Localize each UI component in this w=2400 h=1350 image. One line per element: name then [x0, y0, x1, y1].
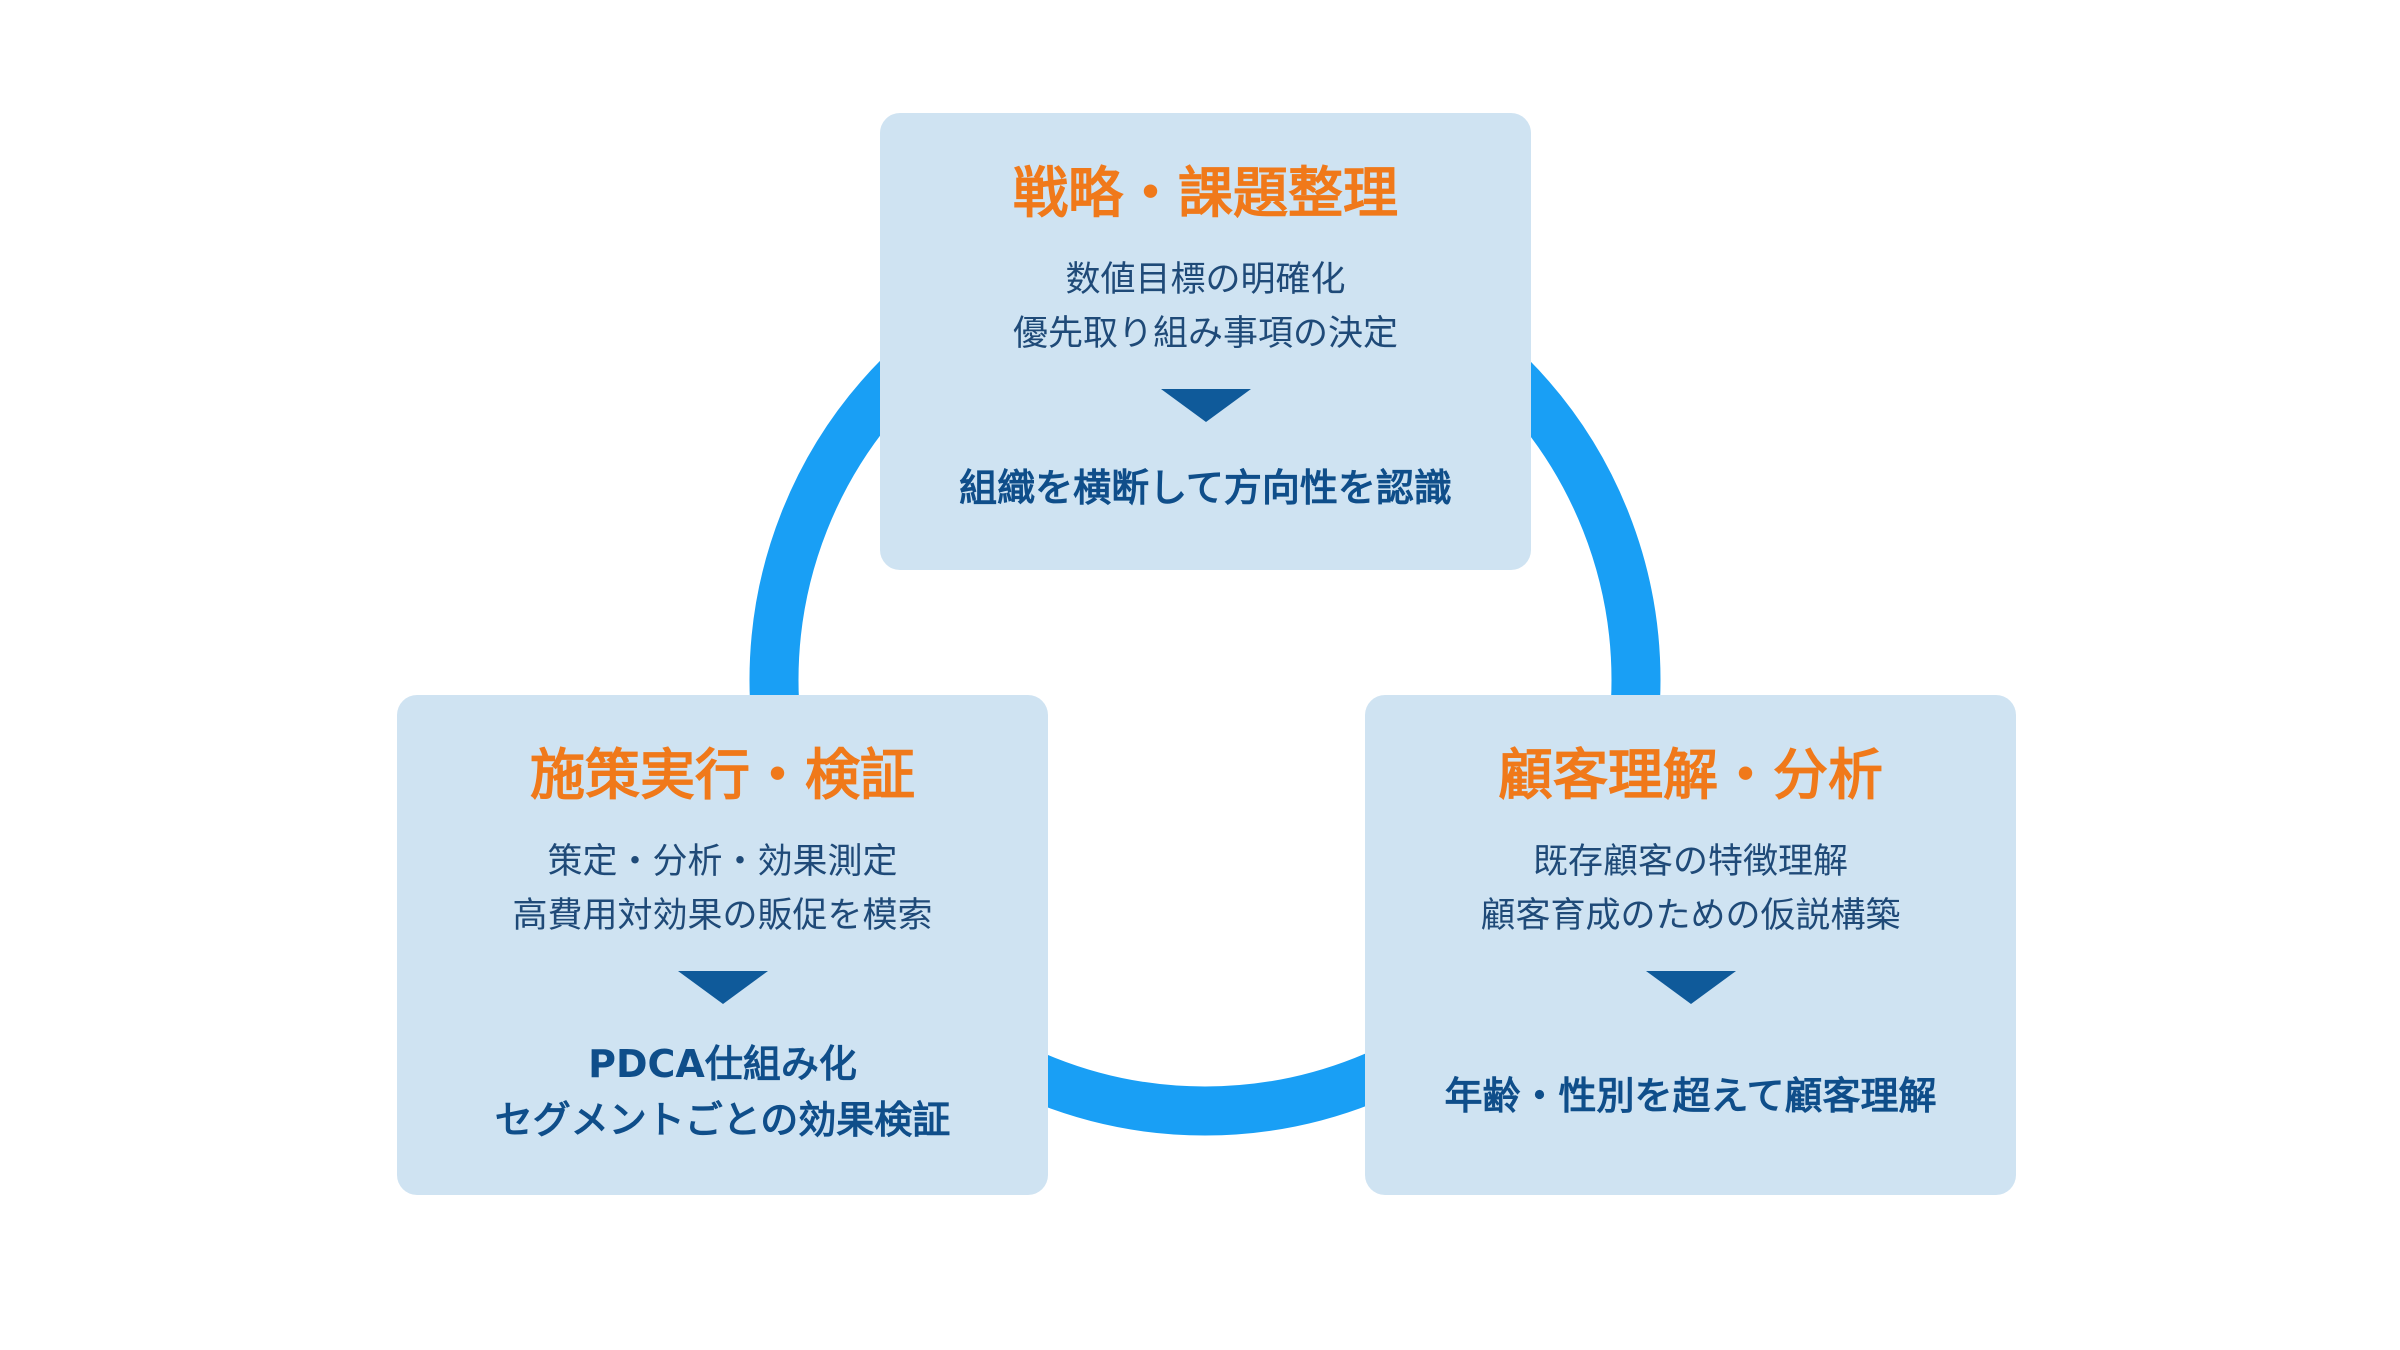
step-card-execution: 施策実行・検証 策定・分析・効果測定 高費用対効果の販促を模索 PDCA仕組み化… [397, 695, 1048, 1195]
step-title: 戦略・課題整理 [1012, 161, 1398, 225]
step-result: PDCA仕組み化 セグメントごとの効果検証 [495, 1036, 951, 1148]
down-arrow-icon [1645, 971, 1736, 1004]
step-result: 組織を横断して方向性を認識 [959, 460, 1452, 516]
step-result-line: 組織を横断して方向性を認識 [959, 466, 1452, 510]
step-description-line: 数値目標の明確化 [1065, 260, 1346, 300]
step-card-customer: 顧客理解・分析 既存顧客の特徴理解 顧客育成のための仮説構築 年齢・性別を超えて… [1365, 695, 2016, 1195]
step-description: 数値目標の明確化 優先取り組み事項の決定 [1013, 253, 1398, 361]
step-description-line: 既存顧客の特徴理解 [1532, 842, 1848, 882]
step-result-line: セグメントごとの効果検証 [494, 1098, 951, 1142]
step-title: 施策実行・検証 [529, 743, 915, 807]
step-title: 顧客理解・分析 [1497, 743, 1883, 807]
step-result-line: PDCA仕組み化 [588, 1042, 857, 1086]
step-description-line: 高費用対効果の販促を模索 [512, 896, 933, 936]
step-card-strategy: 戦略・課題整理 数値目標の明確化 優先取り組み事項の決定 組織を横断して方向性を… [880, 113, 1531, 570]
step-description: 既存顧客の特徴理解 顧客育成のための仮説構築 [1480, 835, 1900, 943]
down-arrow-icon [677, 971, 768, 1004]
step-description-line: 策定・分析・効果測定 [547, 842, 898, 882]
step-description-line: 優先取り組み事項の決定 [1012, 314, 1398, 354]
step-description: 策定・分析・効果測定 高費用対効果の販促を模索 [512, 835, 932, 943]
step-result: 年齢・性別を超えて顧客理解 [1444, 1068, 1936, 1124]
step-result-line: 年齢・性別を超えて顧客理解 [1444, 1074, 1937, 1118]
step-description-line: 顧客育成のための仮説構築 [1480, 896, 1901, 936]
down-arrow-icon [1160, 389, 1251, 422]
